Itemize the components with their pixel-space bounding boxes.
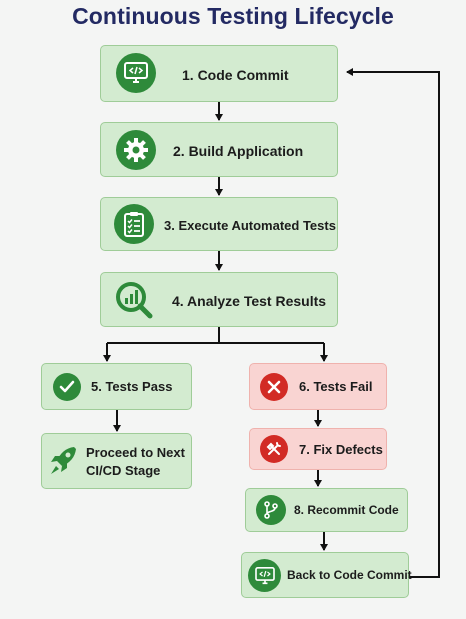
- checkmark-icon: [53, 373, 81, 401]
- step-label: 5. Tests Pass: [91, 379, 173, 394]
- step-label: 7. Fix Defects: [299, 442, 383, 457]
- step-proceed-next-stage: Proceed to Next CI/CD Stage: [41, 433, 192, 489]
- step-fix-defects: 7. Fix Defects: [249, 428, 387, 470]
- loop-back-line: [346, 68, 440, 578]
- code-screen-icon: [116, 53, 156, 93]
- step-code-commit: 1. Code Commit: [100, 45, 338, 102]
- code-screen-icon: [248, 559, 281, 592]
- step-label: 8. Recommit Code: [294, 503, 399, 517]
- step-label-line2: CI/CD Stage: [86, 463, 161, 478]
- step-label: 2. Build Application: [173, 143, 304, 159]
- step-label: Back to Code Commit: [287, 568, 412, 582]
- rocket-icon: [48, 445, 78, 479]
- step-label: 3. Execute Automated Tests: [164, 218, 336, 233]
- git-branch-icon: [256, 495, 286, 525]
- x-icon: [260, 373, 288, 401]
- magnifier-chart-icon: [114, 280, 154, 320]
- step-recommit-code: 8. Recommit Code: [245, 488, 408, 532]
- step-tests-pass: 5. Tests Pass: [41, 363, 192, 410]
- branch-line: [107, 327, 220, 344]
- step-label: 1. Code Commit: [182, 67, 289, 83]
- clipboard-checklist-icon: [114, 204, 154, 244]
- step-analyze-results: 4. Analyze Test Results: [100, 272, 338, 327]
- tools-icon: [260, 435, 288, 463]
- step-tests-fail: 6. Tests Fail: [249, 363, 387, 410]
- step-label: 6. Tests Fail: [299, 379, 373, 394]
- step-build-application: 2. Build Application: [100, 122, 338, 177]
- diagram-title: Continuous Testing Lifecycle: [72, 3, 394, 29]
- step-back-to-code-commit: Back to Code Commit: [241, 552, 412, 598]
- gear-icon: [116, 130, 156, 170]
- step-label: 4. Analyze Test Results: [172, 293, 327, 309]
- step-execute-tests: 3. Execute Automated Tests: [100, 197, 338, 251]
- step-label-line1: Proceed to Next: [86, 445, 185, 460]
